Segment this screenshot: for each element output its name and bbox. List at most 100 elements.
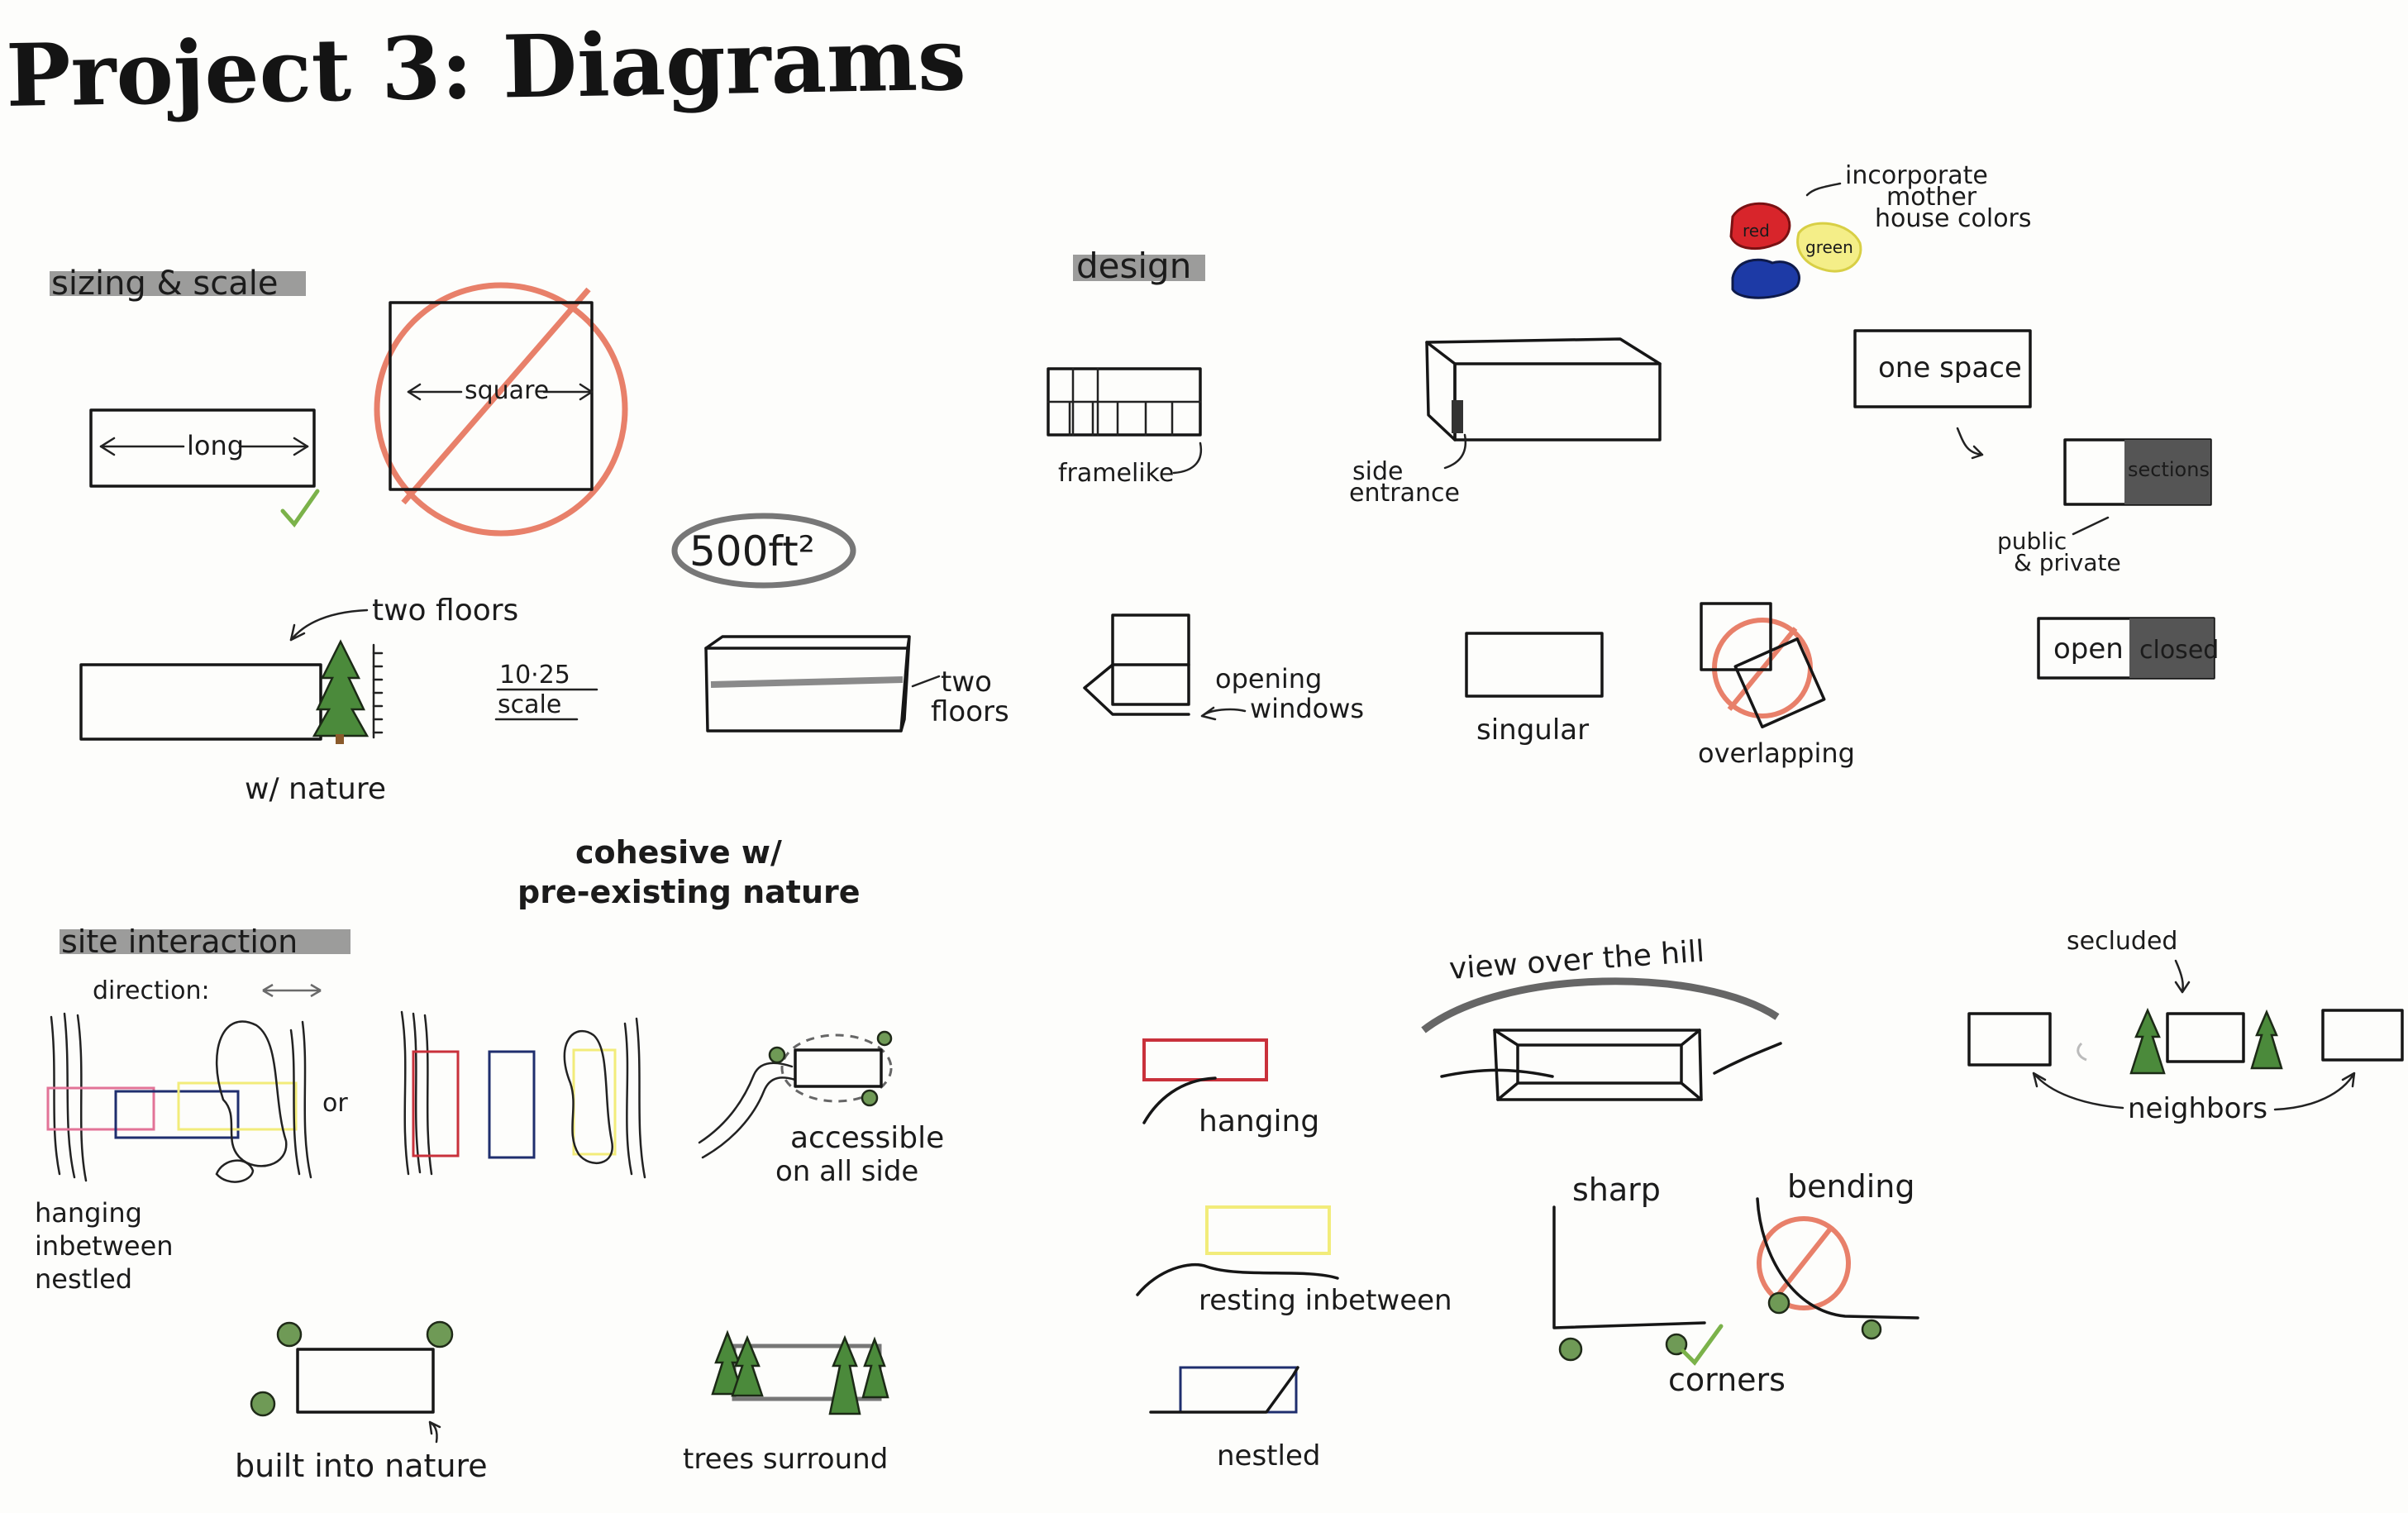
site-plan-horizontal: or (46, 1012, 348, 1183)
building-rect (79, 663, 322, 741)
label-cohesive: cohesive w/ (575, 834, 782, 871)
badge-outline (671, 513, 856, 589)
cross-out-circle (374, 282, 628, 537)
contour-lines (400, 1010, 433, 1176)
label-trees-surround: trees surround (683, 1443, 888, 1476)
label-public: public (1997, 527, 2067, 555)
nature-scale-diagram: two floors w/ nature (79, 594, 518, 806)
label-sharp: sharp (1572, 1172, 1661, 1208)
cross-out-circle (1757, 1216, 1851, 1310)
side-entrance-diagram: side entrance (1349, 337, 1662, 508)
direction-note: direction: (93, 976, 322, 1005)
label-windows: windows (1250, 693, 1364, 724)
label-opening: opening (1215, 663, 1322, 694)
tree-icon (2250, 1009, 2283, 1070)
label-green: green (1805, 237, 1853, 257)
label-overlapping: overlapping (1698, 737, 1855, 769)
open-closed-diagram: open closed (2037, 617, 2219, 680)
overlap-square-1 (1700, 602, 1772, 671)
label-with-nature: w/ nature (245, 772, 386, 806)
faint-mark (2077, 1042, 2087, 1062)
overlapping-diagram: overlapping (1698, 602, 1855, 769)
color-blob-blue (1731, 258, 1800, 299)
label-ratio: 10·25 (499, 661, 570, 690)
down-arrow-icon (2174, 959, 2191, 994)
label-mother: mother (1886, 183, 1977, 212)
box-inner (1493, 1029, 1703, 1101)
singular-diagram: singular (1465, 632, 1604, 747)
square-rect (389, 301, 594, 491)
accessible-diagram: accessible on all side (698, 1030, 944, 1188)
label-hanging: hanging (1199, 1105, 1319, 1138)
cohesive-heading: cohesive w/ pre-existing nature (517, 834, 861, 910)
arrow-to-left-neighbor (2032, 1072, 2124, 1110)
view-over-hill-diagram: view over the hill (1421, 934, 1782, 1101)
pink-rect (46, 1086, 155, 1131)
label-incorporate: incorporate (1845, 161, 1988, 190)
flower-icon (250, 1391, 276, 1417)
label-singular: singular (1476, 714, 1589, 747)
tree-icon (828, 1334, 861, 1415)
section-label-site: site interaction (61, 924, 298, 960)
label-side: side (1352, 457, 1403, 486)
door-icon (1452, 400, 1463, 433)
label-open: open (2053, 632, 2124, 666)
label-entrance: entrance (1349, 479, 1460, 508)
hill-outline (216, 1020, 288, 1167)
label-two-floors-top: two floors (372, 594, 518, 628)
label-secluded: secluded (2067, 927, 2177, 956)
label-square: square (465, 376, 549, 405)
tree-icon (731, 1334, 764, 1397)
one-space-diagram: one space (1853, 329, 2032, 460)
purple-rect (114, 1090, 240, 1139)
site-legend: hanging inbetween nestled (35, 1197, 174, 1295)
label-private: & private (2014, 549, 2121, 576)
hill-outline (563, 1029, 613, 1165)
long-diagram: long (89, 408, 320, 528)
box-front (704, 647, 909, 733)
highlight-bar (50, 271, 306, 296)
ground-line (1136, 1262, 1339, 1296)
legend-nestled: nestled (35, 1263, 132, 1295)
yellow-rect (177, 1081, 298, 1131)
label-floors: floors (931, 695, 1009, 728)
tree-trunk (336, 734, 344, 744)
flower-icon (276, 1321, 303, 1348)
built-rect (296, 1348, 435, 1414)
resting-diagram: resting inbetween (1136, 1205, 1452, 1317)
access-loop (780, 1033, 893, 1103)
private-section-fill (2124, 440, 2210, 504)
neighbor-rect-left (1967, 1012, 2052, 1067)
window-frame (1111, 613, 1190, 706)
arrowhead-icon (289, 623, 306, 642)
purple-rect-vertical (488, 1050, 536, 1159)
tree-icon (861, 1336, 889, 1399)
neighbor-rect-right (2321, 1009, 2404, 1062)
label-built-into-nature: built into nature (235, 1448, 488, 1484)
label-area: 500ft² (689, 527, 815, 575)
contour-lines (50, 1012, 88, 1182)
framelike-diagram: framelike (1047, 367, 1203, 488)
label-resting-inbetween: resting inbetween (1199, 1284, 1452, 1317)
page-title: Project 3: Diagrams (5, 8, 966, 126)
legend-hanging: hanging (35, 1197, 142, 1229)
ground-line (1149, 1366, 1299, 1414)
pointer-arrow (289, 609, 369, 642)
area-badge: 500ft² (671, 513, 856, 589)
label-sections: sections (2128, 458, 2210, 481)
double-arrow-icon (262, 983, 322, 998)
opening-windows-diagram: opening windows (1083, 613, 1364, 724)
label-corners: corners (1668, 1362, 1786, 1398)
built-into-nature-diagram: built into nature (235, 1320, 488, 1484)
bending-corner (1756, 1197, 1919, 1320)
color-blob-red (1729, 202, 1791, 251)
down-arrow-icon (1956, 427, 1984, 460)
two-floors-box: two floors (704, 635, 1009, 733)
secluded-diagram: secluded neighbors (1967, 927, 2404, 1125)
hanging-diagram: hanging (1142, 1038, 1319, 1138)
flower-icon (426, 1320, 454, 1348)
box-side (1425, 341, 1457, 441)
site-plan-vertical (400, 1010, 646, 1179)
label-closed: closed (2139, 636, 2219, 665)
bush-icon (768, 1046, 786, 1064)
